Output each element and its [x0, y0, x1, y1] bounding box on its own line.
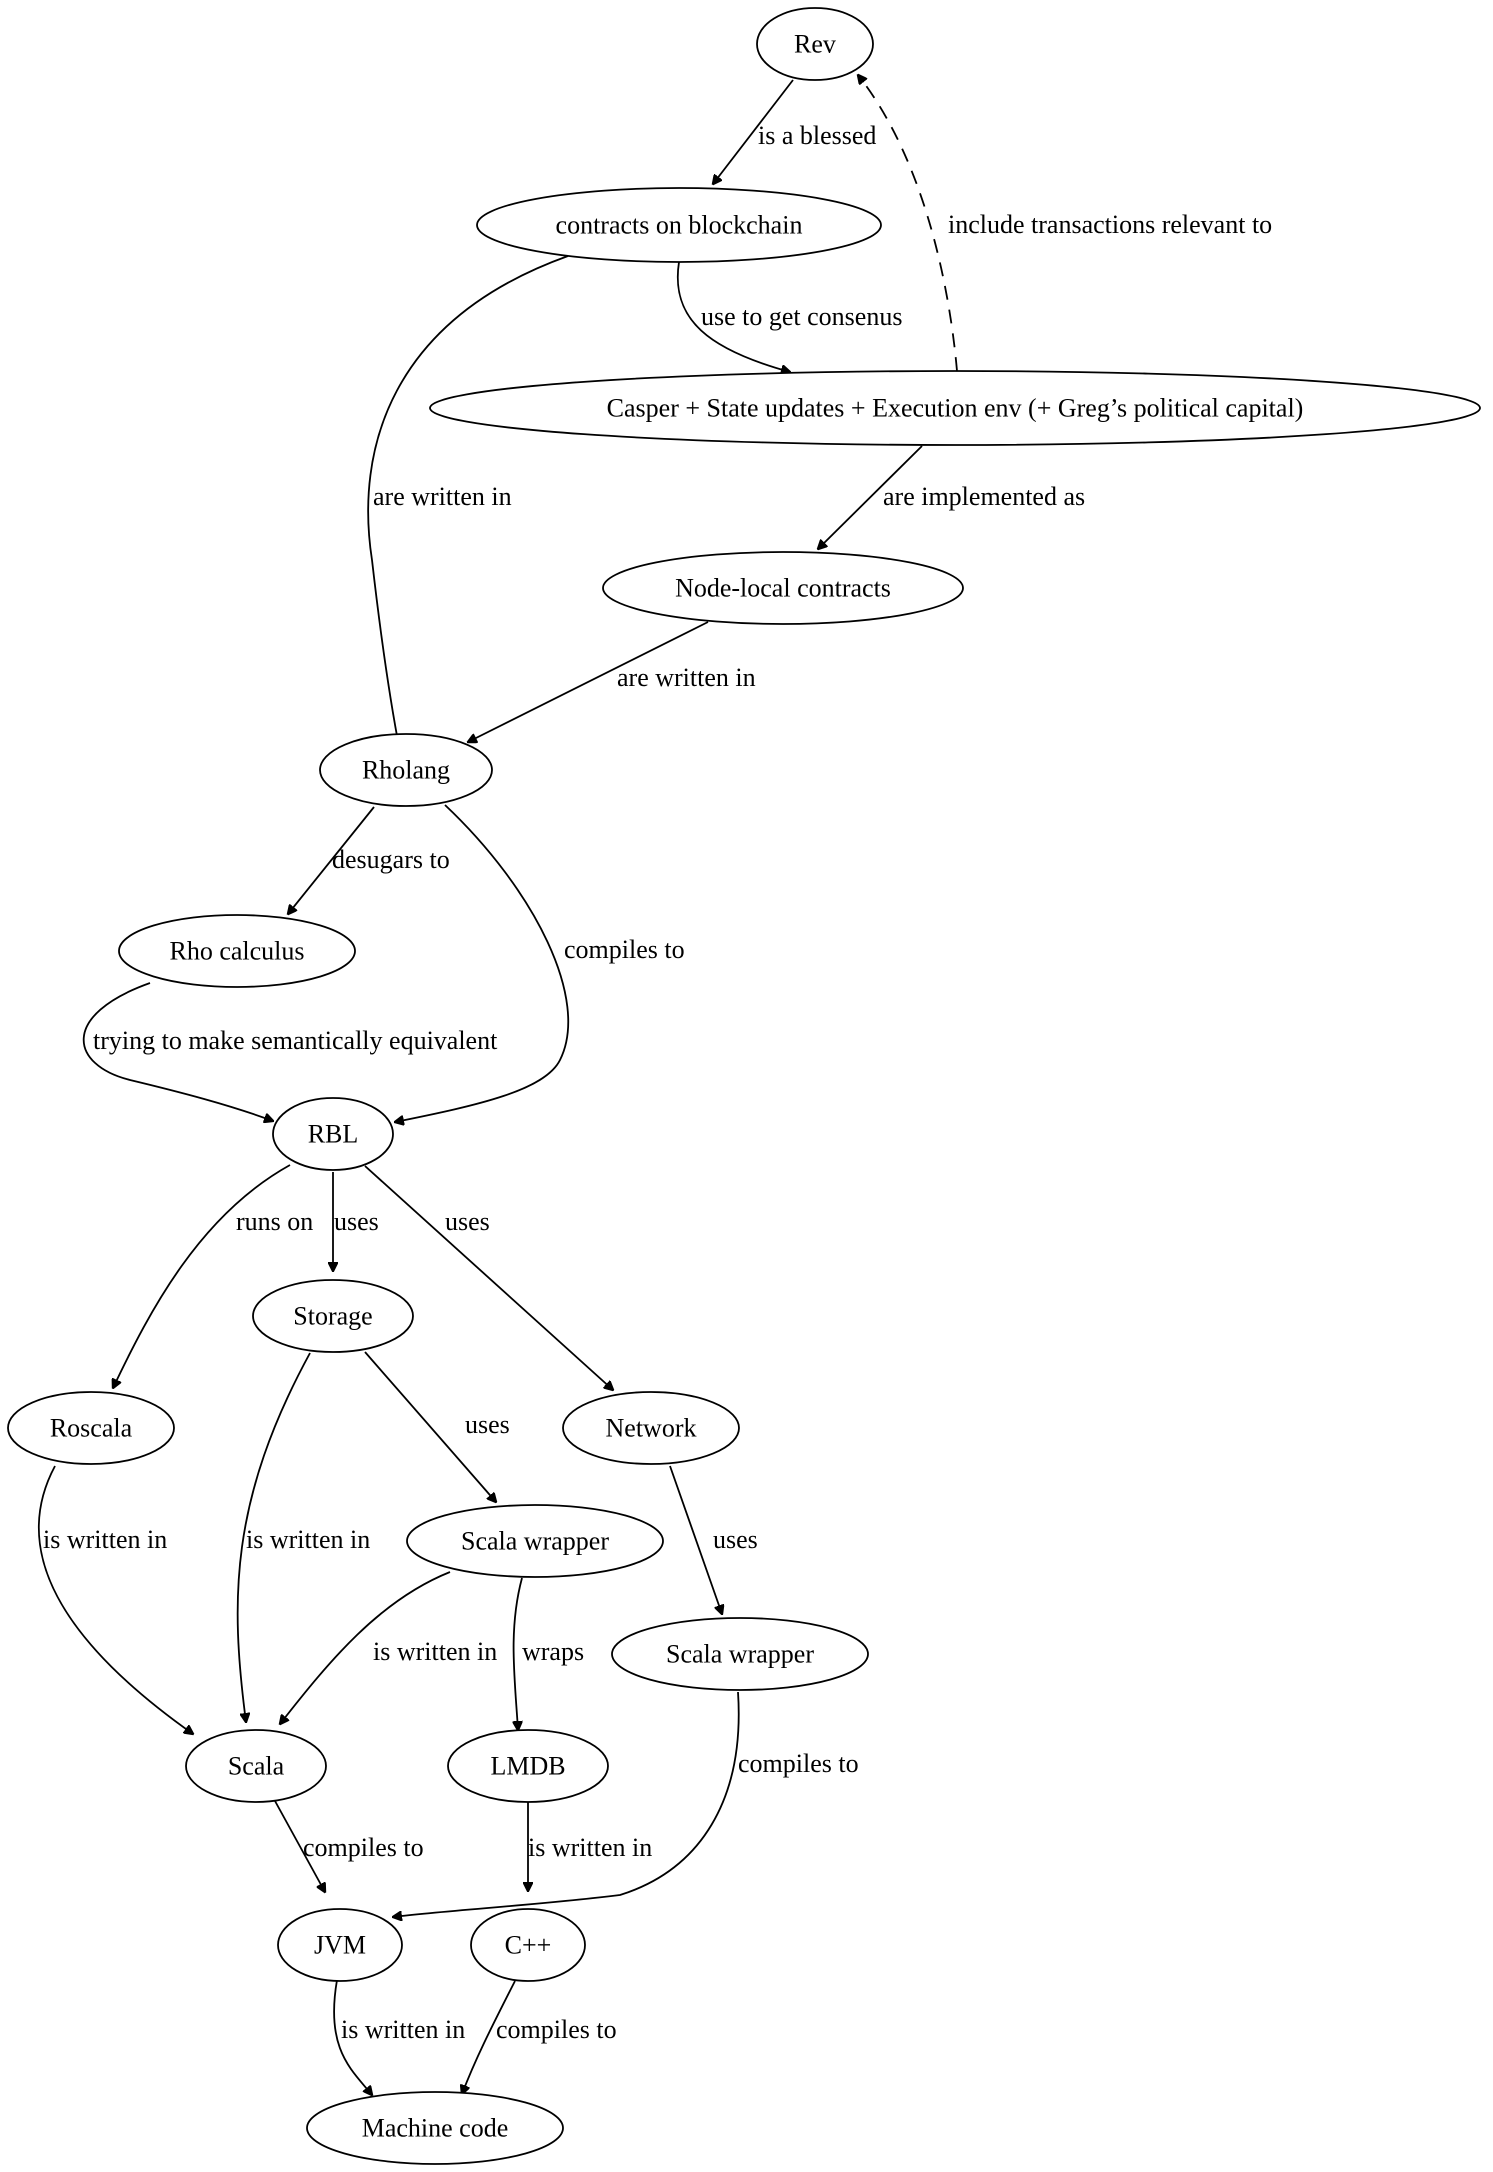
node-scala-wrapper-storage[interactable]: Scala wrapper	[406, 1504, 664, 1578]
edge-casper-to-rev	[858, 75, 958, 372]
edge-storage-to-scala	[236, 1352, 311, 1722]
node-scala[interactable]: Scala	[185, 1729, 327, 1803]
edge-label-e11: uses	[334, 1207, 379, 1236]
edge-jvm-to-machine	[333, 1979, 372, 2095]
edge-rbl-to-roscala	[113, 1164, 291, 1388]
node-lmdb[interactable]: LMDB	[447, 1729, 609, 1803]
node-rev[interactable]: Rev	[756, 7, 874, 81]
node-rholang[interactable]: Rholang	[319, 733, 493, 807]
node-contracts-on-blockchain[interactable]: contracts on blockchain	[476, 187, 882, 263]
node-rbl[interactable]: RBL	[272, 1097, 394, 1171]
edge-rev-to-contracts	[713, 79, 794, 184]
node-label-rbl: RBL	[308, 1120, 359, 1149]
node-label-rhocalc: Rho calculus	[169, 937, 304, 966]
node-node-local-contracts[interactable]: Node-local contracts	[602, 551, 964, 625]
edge-cpp-to-machine	[462, 1980, 516, 2094]
node-label-storage: Storage	[293, 1302, 372, 1331]
edge-roscala-to-scala	[37, 1465, 193, 1734]
node-scala-wrapper-network[interactable]: Scala wrapper	[611, 1617, 869, 1691]
edge-scalawrap1-to-scala	[280, 1571, 451, 1724]
node-rho-calculus[interactable]: Rho calculus	[118, 914, 356, 988]
edge-scalawrap1-to-lmdb	[514, 1577, 522, 1730]
edge-label-e7: desugars to	[332, 845, 450, 874]
edge-label-e15: is written in	[43, 1525, 167, 1554]
edge-contracts-to-rholang	[367, 255, 569, 752]
node-network[interactable]: Network	[562, 1391, 740, 1465]
nodes: Rev contracts on blockchain Casper + Sta…	[7, 7, 1481, 2165]
node-machine-code[interactable]: Machine code	[306, 2091, 564, 2165]
node-jvm[interactable]: JVM	[277, 1908, 403, 1982]
edge-casper-to-nodelocal	[818, 445, 923, 549]
node-label-network: Network	[606, 1414, 697, 1443]
edge-label-e14: is written in	[246, 1525, 370, 1554]
edge-label-e6: are written in	[617, 663, 756, 692]
edges	[37, 75, 958, 2095]
edge-label-e4: are written in	[373, 482, 512, 511]
node-label-machine: Machine code	[362, 2114, 509, 2143]
node-roscala[interactable]: Roscala	[7, 1391, 175, 1465]
edge-label-e23: compiles to	[496, 2015, 617, 2044]
node-label-rev: Rev	[794, 30, 836, 59]
edge-contracts-to-casper	[676, 261, 790, 372]
node-cpp[interactable]: C++	[470, 1908, 586, 1982]
node-casper[interactable]: Casper + State updates + Execution env (…	[429, 370, 1481, 446]
edge-scalawrap2-to-jvm	[393, 1691, 740, 1917]
edge-storage-to-scalawrap1	[364, 1351, 496, 1502]
edge-label-e5: are implemented as	[883, 482, 1085, 511]
edge-label-e9: trying to make semantically equivalent	[93, 1026, 498, 1055]
node-label-scalawrap1: Scala wrapper	[461, 1527, 609, 1556]
edge-label-e18: wraps	[522, 1637, 584, 1666]
node-storage[interactable]: Storage	[252, 1279, 414, 1353]
edge-label-e1: is a blessed	[758, 121, 876, 150]
edge-label-e22: is written in	[341, 2015, 465, 2044]
node-label-nodelocal: Node-local contracts	[675, 574, 891, 603]
node-label-contracts: contracts on blockchain	[556, 211, 803, 240]
node-label-roscala: Roscala	[50, 1414, 133, 1443]
edge-network-to-scalawrap2	[669, 1465, 722, 1614]
edge-rbl-to-network	[364, 1165, 613, 1390]
edge-label-e20: compiles to	[303, 1833, 424, 1862]
node-label-cpp: C++	[505, 1931, 552, 1960]
edge-label-e19: compiles to	[738, 1749, 859, 1778]
edge-label-e17: is written in	[373, 1637, 497, 1666]
node-label-lmdb: LMDB	[490, 1752, 565, 1781]
edge-label-e8: compiles to	[564, 935, 685, 964]
edge-label-e16: uses	[713, 1525, 758, 1554]
edge-label-e10: runs on	[236, 1207, 313, 1236]
node-label-scalawrap2: Scala wrapper	[666, 1640, 814, 1669]
edge-label-e2: include transactions relevant to	[948, 210, 1272, 239]
edge-rhocalc-to-rbl	[82, 982, 273, 1121]
edge-label-e3: use to get consenus	[701, 302, 902, 331]
edge-rholang-to-rhocalc	[288, 806, 375, 914]
node-label-casper: Casper + State updates + Execution env (…	[607, 394, 1304, 423]
edge-label-e12: uses	[445, 1207, 490, 1236]
edge-nodelocal-to-rholang	[468, 621, 709, 742]
edge-scala-to-jvm	[274, 1800, 325, 1892]
edge-label-e13: uses	[465, 1410, 510, 1439]
edge-rholang-to-rbl	[395, 804, 570, 1122]
edge-label-e21: is written in	[528, 1833, 652, 1862]
edge-labels: is a blessed include transactions releva…	[43, 121, 1272, 2044]
node-label-scala: Scala	[228, 1752, 285, 1781]
node-label-rholang: Rholang	[362, 756, 450, 785]
node-label-jvm: JVM	[314, 1931, 366, 1960]
